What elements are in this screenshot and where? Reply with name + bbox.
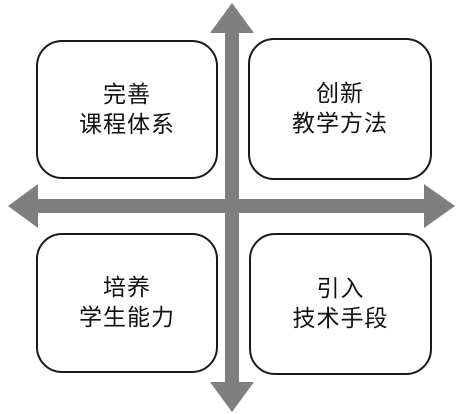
quadrant-top-right-line1: 创新 <box>316 81 364 107</box>
quadrant-bottom-right-line2: 技术手段 <box>292 306 389 332</box>
quadrant-top-left-line2: 课程体系 <box>79 111 175 138</box>
quadrant-bottom-left: 培养 学生能力 <box>36 233 218 373</box>
vertical-arrow <box>210 3 254 412</box>
quadrant-top-left: 完善 课程体系 <box>36 40 218 179</box>
quadrant-bottom-right: 引入 技术手段 <box>249 233 432 375</box>
quadrant-bottom-right-text: 引入 技术手段 <box>293 274 389 334</box>
quadrant-top-left-line1: 完善 <box>103 81 151 108</box>
quadrant-top-left-text: 完善 课程体系 <box>79 80 175 140</box>
quadrant-top-right-text: 创新 教学方法 <box>292 79 388 139</box>
quadrant-top-right-line2: 教学方法 <box>292 111 388 137</box>
quadrant-top-right: 创新 教学方法 <box>248 38 432 180</box>
quadrant-bottom-left-text: 培养 学生能力 <box>79 273 175 333</box>
quadrant-bottom-right-line1: 引入 <box>316 276 365 302</box>
quadrant-bottom-left-line1: 培养 <box>103 275 151 301</box>
quadrant-bottom-left-line2: 学生能力 <box>79 305 175 331</box>
